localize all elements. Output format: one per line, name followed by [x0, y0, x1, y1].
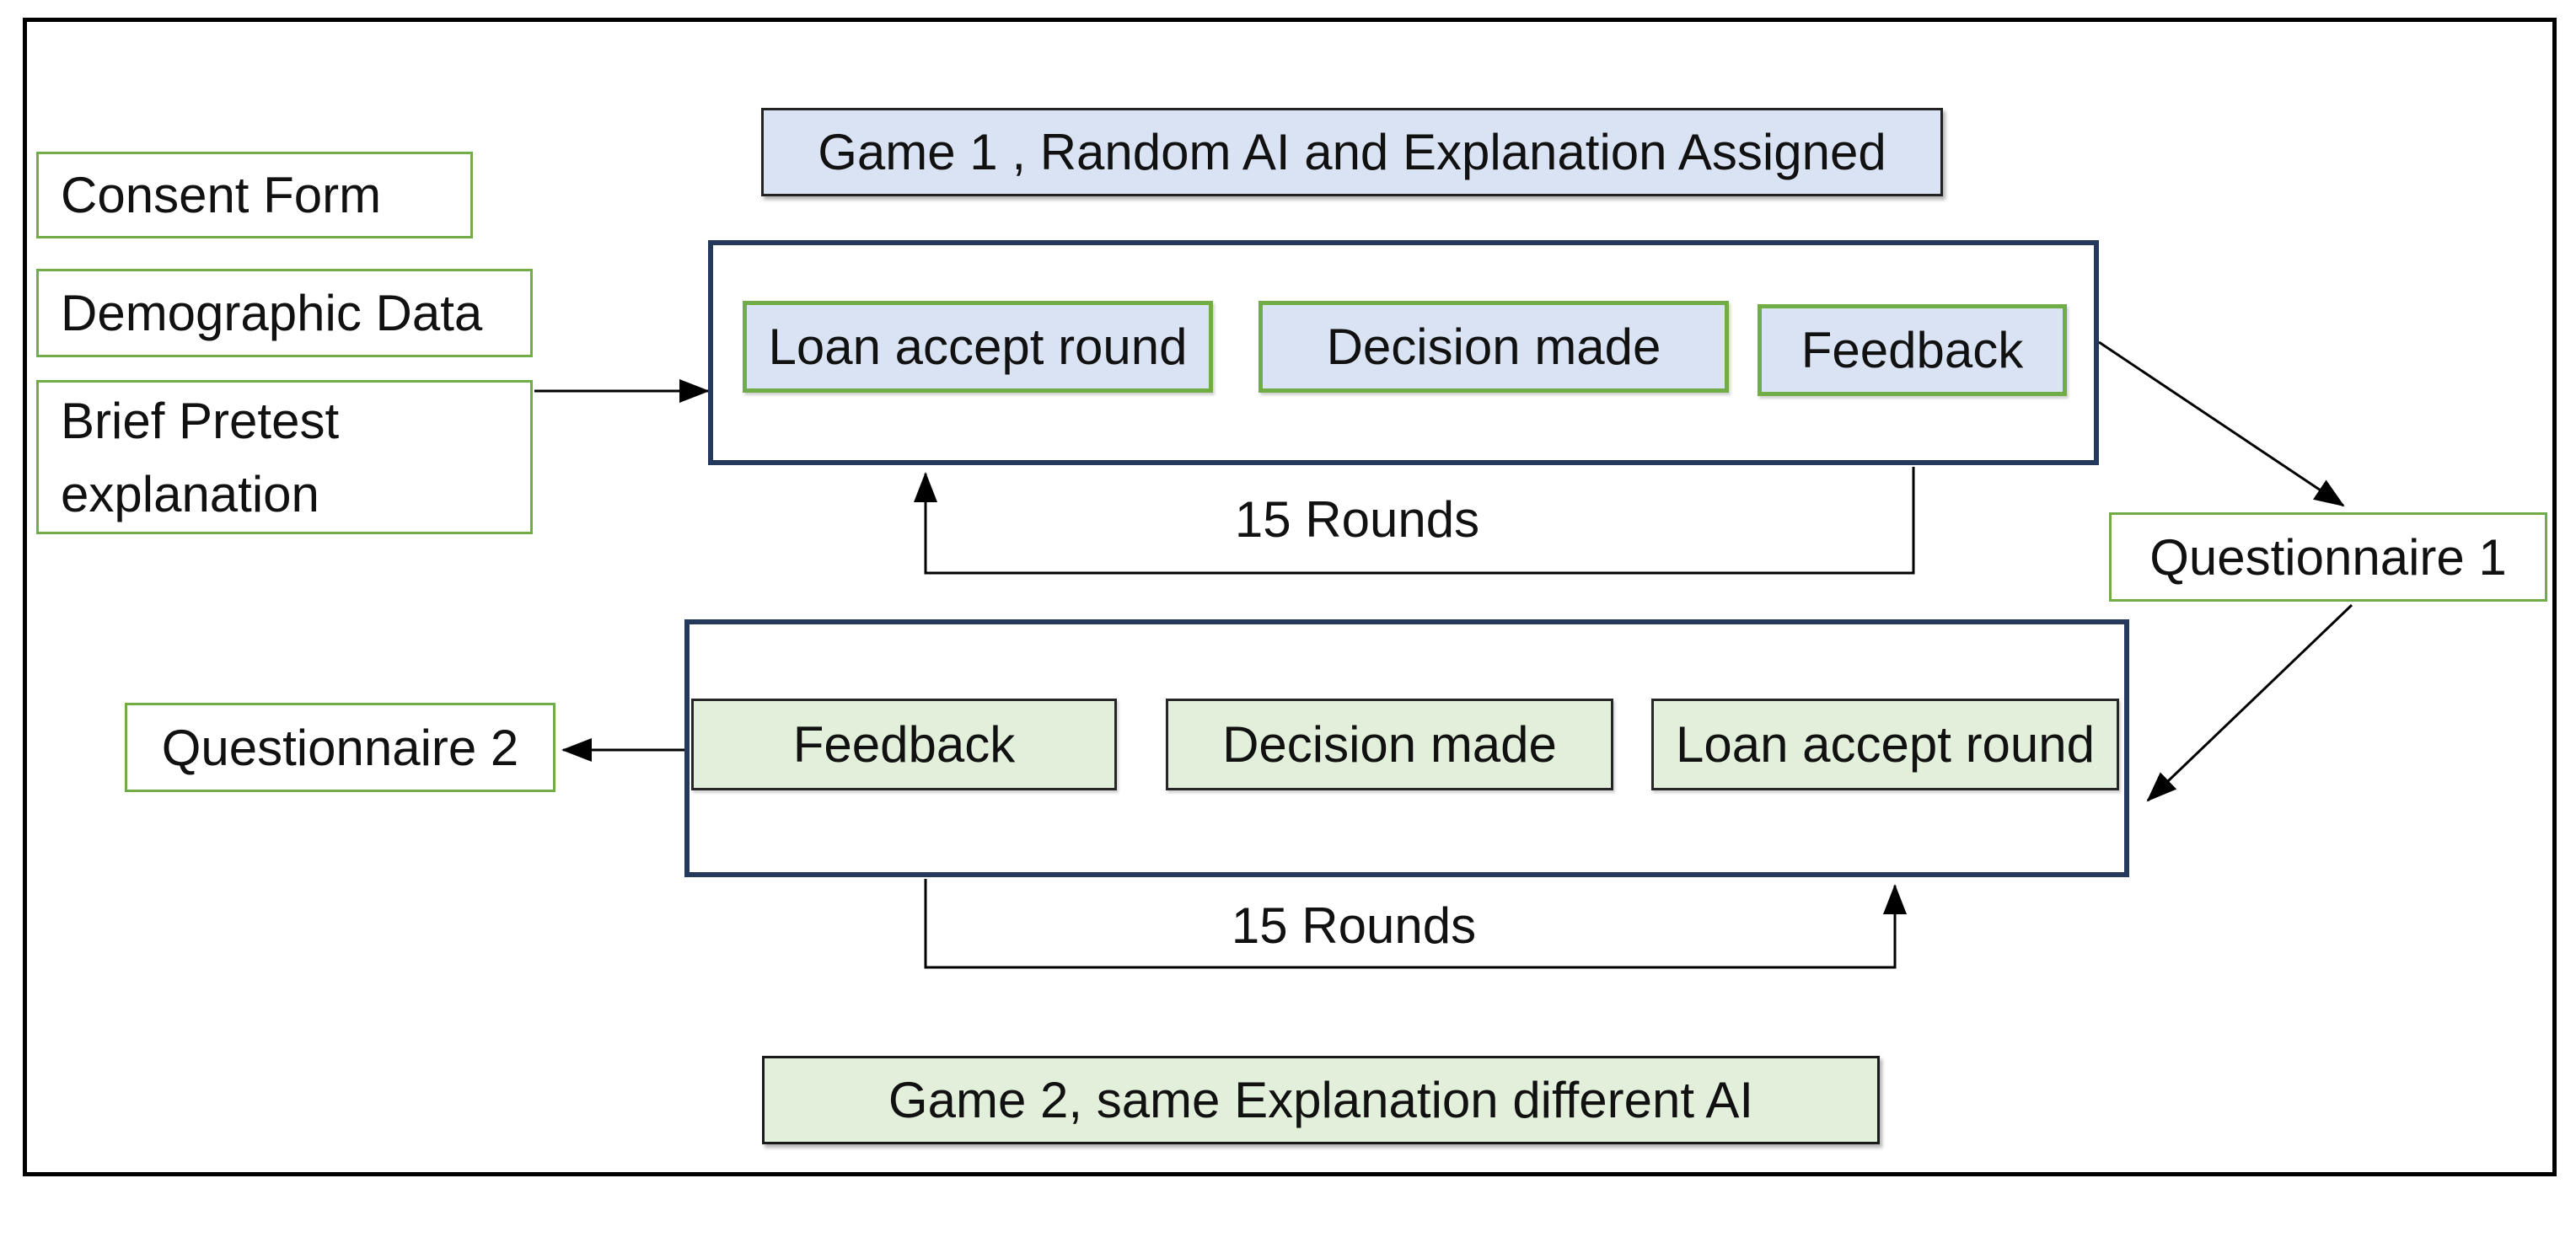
game1-step-loan-accept-round: Loan accept round: [743, 301, 1213, 393]
questionnaire2-box: Questionnaire 2: [125, 703, 555, 792]
brief-pretest-box: Brief Pretest explanation: [36, 380, 533, 534]
consent-form-box: Consent Form: [36, 152, 473, 238]
loop-game1-15-rounds: [914, 467, 1915, 575]
arrow-game1-to-questionnaire1: [2098, 340, 2345, 507]
game2-feedback-label: Feedback: [792, 716, 1016, 773]
game2-rounds-label: 15 Rounds: [1231, 897, 1477, 954]
demographic-data-box: Demographic Data: [36, 269, 533, 357]
game1-rounds-label: 15 Rounds: [1234, 491, 1480, 548]
outer-border: [23, 18, 2557, 1176]
loop-game2-15-rounds: [924, 879, 1907, 969]
brief-pretest-label: Brief Pretest explanation: [61, 392, 340, 522]
demographic-data-label: Demographic Data: [61, 285, 483, 341]
game2-step-decision-made: Decision made: [1166, 699, 1613, 790]
game1-feedback-label: Feedback: [1801, 322, 2024, 378]
game1-title-box: Game 1 , Random AI and Explanation Assig…: [761, 108, 1943, 196]
consent-form-label: Consent Form: [61, 167, 382, 223]
questionnaire1-label: Questionnaire 1: [2149, 528, 2507, 586]
game1-loan-label: Loan accept round: [768, 319, 1188, 375]
questionnaire2-label: Questionnaire 2: [161, 719, 519, 776]
game2-title-box: Game 2, same Explanation different AI: [762, 1056, 1880, 1144]
questionnaire1-box: Questionnaire 1: [2109, 512, 2547, 602]
game1-decision-label: Decision made: [1326, 319, 1661, 375]
game1-title-label: Game 1 , Random AI and Explanation Assig…: [818, 124, 1886, 180]
game1-step-feedback: Feedback: [1758, 304, 2067, 396]
game2-step-loan-accept-round: Loan accept round: [1651, 699, 2119, 790]
game2-loan-label: Loan accept round: [1675, 716, 2096, 773]
arrow-questionnaire1-to-game2: [2146, 603, 2353, 802]
game2-title-label: Game 2, same Explanation different AI: [888, 1072, 1754, 1128]
game1-step-decision-made: Decision made: [1258, 301, 1729, 393]
game2-step-feedback: Feedback: [691, 699, 1117, 790]
game2-decision-label: Decision made: [1222, 716, 1557, 773]
